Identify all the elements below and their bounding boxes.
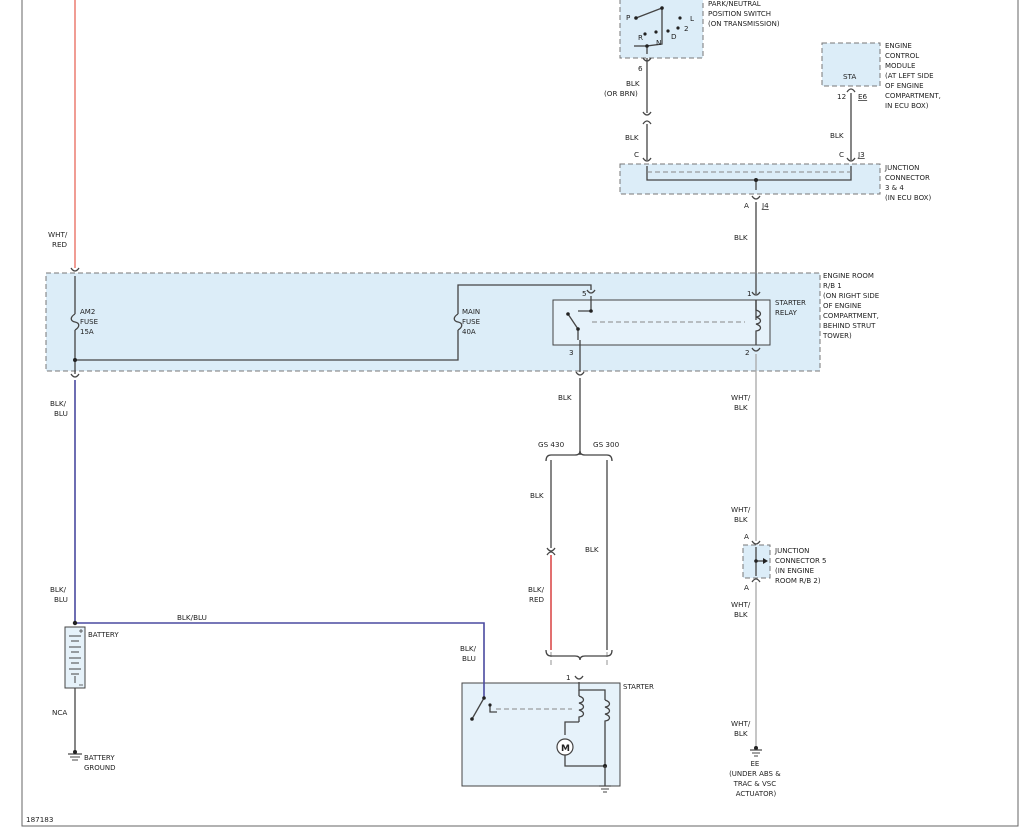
battery-ground-node xyxy=(73,750,77,754)
motor-symbol-label: M xyxy=(561,744,570,754)
wire-label-blk-center: BLK xyxy=(734,233,748,242)
pin-jc-c-left: C xyxy=(634,150,639,159)
pn-pos-r: R xyxy=(638,33,643,42)
wire-label-nca: NCA xyxy=(52,708,67,717)
wire-label-blk-gs430: BLK xyxy=(530,491,544,500)
wire-label-blk-blu-horiz: BLK/BLU xyxy=(177,613,207,622)
pin-starter-1: 1 xyxy=(566,673,571,682)
pin-jc-c-right: C xyxy=(839,150,844,159)
wire-label-wht-blk-3: WHT/ BLK xyxy=(731,600,753,619)
wire-starter-dash xyxy=(550,652,608,668)
wire-label-blk-left-upper: BLK xyxy=(625,133,639,142)
variant-gs430: GS 430 xyxy=(538,440,565,449)
wire-label-blk-relay-out: BLK xyxy=(558,393,572,402)
wire-label-blk-or-brn: BLK (OR BRN) xyxy=(604,79,642,98)
ground-ee-label: EE (UNDER ABS & TRAC & VSC ACTUATOR) xyxy=(729,760,783,798)
pn-pos-2: 2 xyxy=(684,24,689,33)
wire-label-wht-blk-2: WHT/ BLK xyxy=(731,505,753,524)
park-neutral-label: PARK/NEUTRAL POSITION SWITCH (ON TRANSMI… xyxy=(708,0,780,28)
am2-fuse-symbol xyxy=(70,313,80,331)
pn-pos-n: N xyxy=(656,38,661,47)
battery-node xyxy=(72,620,78,626)
pin-pn-6: 6 xyxy=(638,64,643,73)
starter-relay-box xyxy=(552,299,771,346)
pn-pos-l: L xyxy=(690,14,694,23)
connector-j3: J3 xyxy=(857,150,865,159)
diagram-frame xyxy=(21,0,1019,827)
wire-label-blk-right-upper: BLK xyxy=(830,131,844,140)
starter-relay-label: STARTER RELAY xyxy=(775,299,808,317)
wire-label-blk-blu-mid: BLK/ BLU xyxy=(50,585,68,604)
wire-blk-blu xyxy=(74,380,485,698)
am2-node xyxy=(73,358,77,362)
junction-5-label: JUNCTION CONNECTOR 5 (IN ENGINE ROOM R/B… xyxy=(774,547,829,585)
variant-gs300: GS 300 xyxy=(593,440,620,449)
ecm-connector-e6: E6 xyxy=(858,92,868,101)
wire-label-wht-blk-4: WHT/ BLK xyxy=(731,719,753,738)
connector-marks xyxy=(70,57,856,680)
wire-pn-blk xyxy=(646,58,852,181)
connector-j4: J4 xyxy=(761,201,769,210)
pin-relay-2: 2 xyxy=(745,348,750,357)
wire-label-blk-blu-starter: BLK/ BLU xyxy=(460,644,478,663)
starter-box xyxy=(461,682,621,787)
variant-brace xyxy=(545,450,613,462)
pin-relay-5: 5 xyxy=(582,289,587,298)
junction-34-node xyxy=(754,178,758,182)
junction-connector-34-box xyxy=(619,163,881,195)
main-fuse-label: MAIN FUSE 40A xyxy=(462,308,482,336)
park-neutral-switch-symbol xyxy=(634,6,682,54)
wire-label-blk-blu-top: BLK/ BLU xyxy=(50,399,68,418)
pin-relay-1: 1 xyxy=(747,289,752,298)
wire-main-bus xyxy=(75,284,592,361)
pin-relay-3: 3 xyxy=(569,348,574,357)
ecm-box xyxy=(821,42,881,87)
starter-relay-contacts xyxy=(566,296,762,345)
main-fuse-symbol xyxy=(453,313,463,331)
wire-label-wht-blk-1: WHT/ BLK xyxy=(731,393,753,412)
pn-pos-p: P xyxy=(626,13,631,22)
engine-room-rb1-label: ENGINE ROOM R/B 1 (ON RIGHT SIDE OF ENGI… xyxy=(822,272,881,340)
battery-label: BATTERY xyxy=(88,631,119,639)
starter-label: STARTER xyxy=(623,683,654,691)
ecm-label: ENGINE CONTROL MODULE (AT LEFT SIDE OF E… xyxy=(885,42,943,110)
ground-ee-symbol xyxy=(750,746,762,757)
am2-fuse-label: AM2 FUSE 15A xyxy=(80,308,100,336)
pin-jc-a: A xyxy=(744,201,749,210)
starter-internals xyxy=(470,682,611,793)
wire-label-blk-gs300: BLK xyxy=(585,545,599,554)
battery-ground-label: BATTERY GROUND xyxy=(84,754,117,772)
battery-symbol xyxy=(64,626,86,689)
ecm-terminal-sta: STA xyxy=(843,72,856,81)
variant-brace-bottom xyxy=(545,649,613,661)
junction-5-symbol xyxy=(754,547,768,576)
diagram-id: 187183 xyxy=(26,815,53,824)
pin-j5-a-top: A xyxy=(744,532,749,541)
battery-ground-symbol xyxy=(68,753,82,761)
junction-34-label: JUNCTION CONNECTOR 3 & 4 (IN ECU BOX) xyxy=(884,164,932,202)
pin-ecm-12: 12 xyxy=(837,92,846,101)
wire-label-wht-red: WHT/ RED xyxy=(48,230,70,249)
pin-j5-a-bottom: A xyxy=(744,583,749,592)
pn-pos-d: D xyxy=(671,32,677,41)
wire-label-blk-red: BLK/ RED xyxy=(528,585,546,604)
